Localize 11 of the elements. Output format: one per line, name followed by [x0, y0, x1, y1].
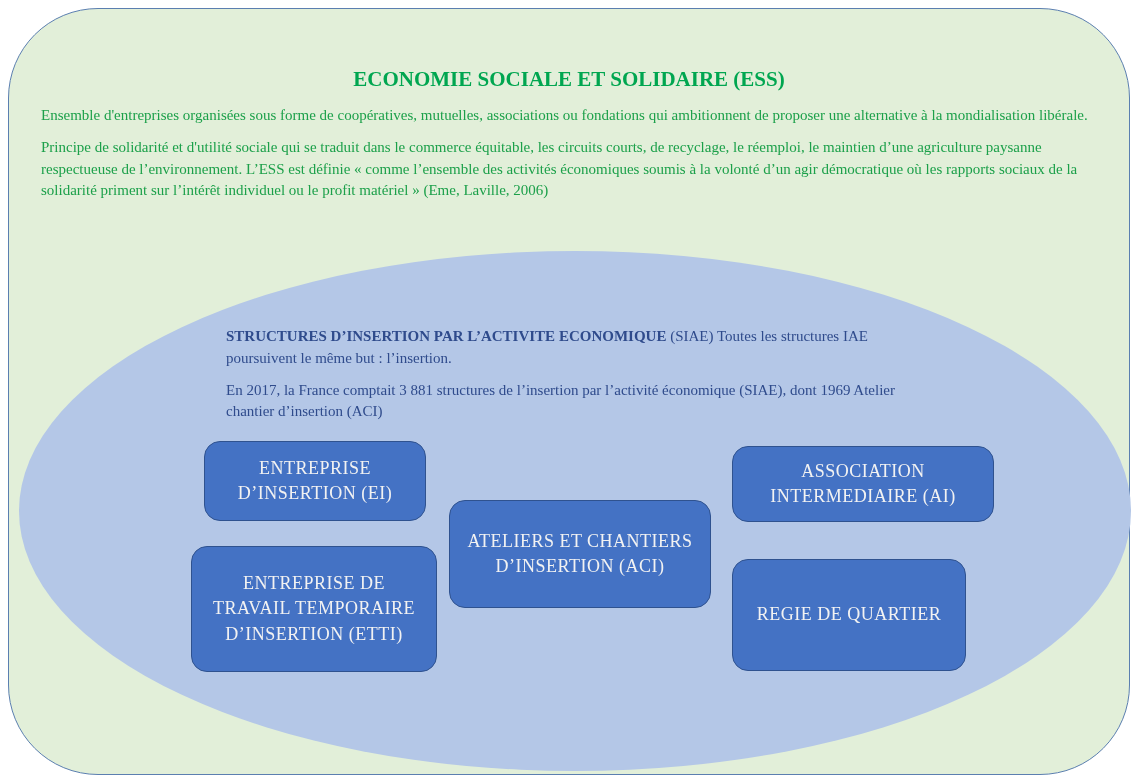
structure-box: ENTREPRISE D’INSERTION (EI) [204, 441, 426, 521]
structure-box: ATELIERS ET CHANTIERS D’INSERTION (ACI) [449, 500, 711, 608]
structure-box: ENTREPRISE DE TRAVAIL TEMPORAIRE D’INSERTION (ETTI) [191, 546, 437, 672]
paragraph: En 2017, la France comptait 3 881 structures de l’insertion par l’activité économique (SIAE), dont 1969 Atelier chantier d’insertion (ACI) [226, 380, 896, 422]
paragraph: STRUCTURES D’INSERTION PAR L’ACTIVITE ECONOMIQUE (SIAE) Toutes les structures IAE poursuivent le même but : l’insertion. [226, 327, 869, 368]
ess-panel [8, 8, 1130, 775]
structure-box: ASSOCIATION INTERMEDIAIRE (AI) [732, 446, 994, 522]
paragraph: Principe de solidarité et d'utilité sociale qui se traduit dans le commerce équitable, les circuits courts, de recyclage, le réemploi, le maintien d’une agriculture paysanne respectueuse de l’environnement. L’ESS est définie « comme l’ensemble des activités économiques soumis à la volonté d’un agir démocratique où les rapports sociaux de la solidarité priment sur l’intérêt individuel ou le profit matériel » (Eme, Laville, 2006) [41, 137, 1079, 201]
paragraph: Ensemble d'entreprises organisées sous forme de coopératives, mutuelles, associations ou fondations qui ambitionnent de proposer une alternative à la mondialisation libérale. [41, 106, 1089, 125]
panel-title: ECONOMIE SOCIALE ET SOLIDAIRE (ESS) [352, 66, 786, 93]
structure-box: REGIE DE QUARTIER [732, 559, 966, 671]
